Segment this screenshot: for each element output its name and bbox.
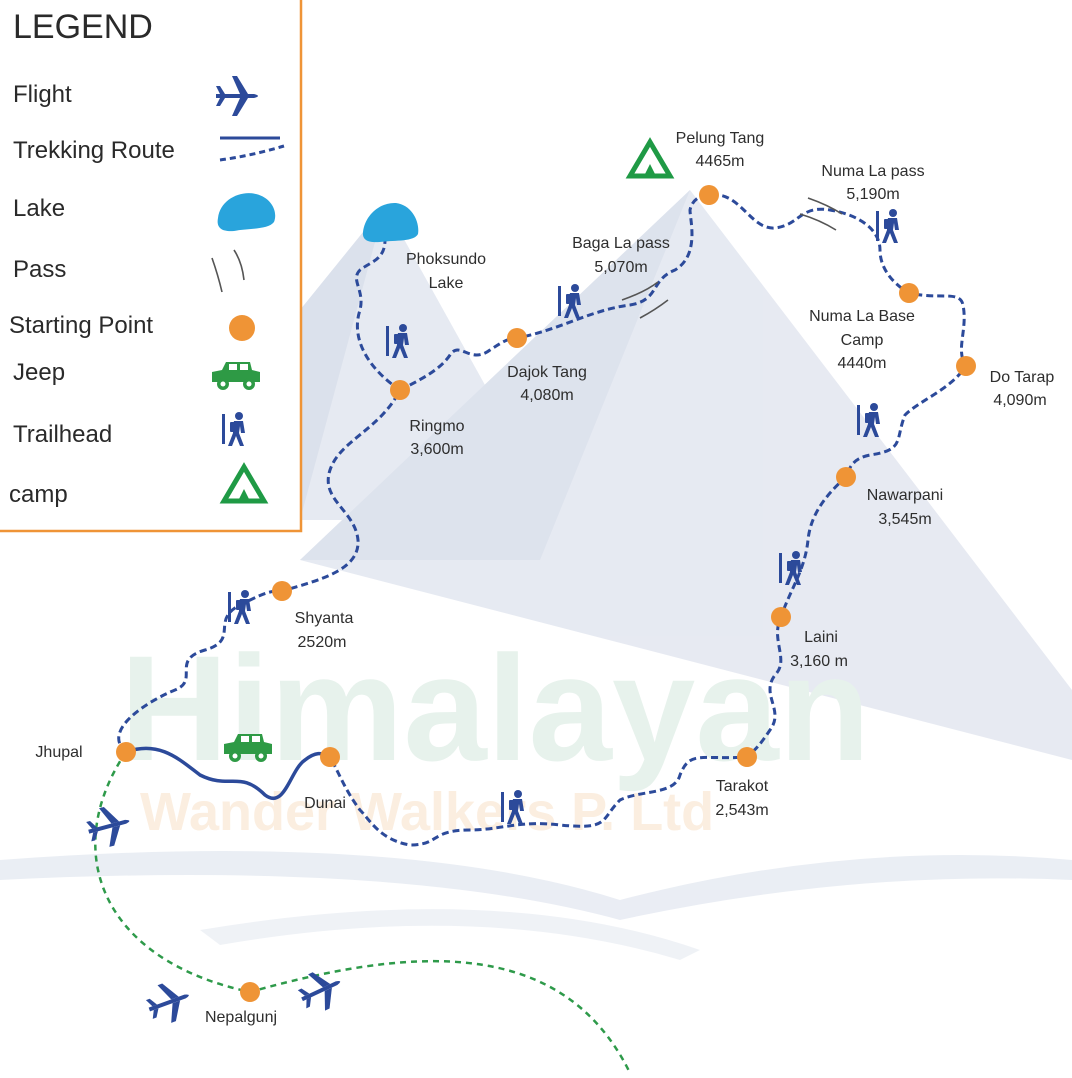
airplane-icon	[83, 801, 135, 852]
label-numa-la-base-camp-elevation: 4440m	[838, 355, 887, 372]
label-do-tarap-elevation: 4,090m	[993, 392, 1046, 409]
place-labels: Pelung Tang 4465m Numa La pass 5,190m Ph…	[35, 130, 1054, 1026]
trekking-route-line-icon	[219, 136, 285, 162]
camp-tent-icon	[630, 142, 670, 176]
legend-box	[0, 0, 303, 533]
point-nepalgunj	[240, 982, 260, 1002]
label-ringmo-elevation: 3,600m	[410, 441, 463, 458]
label-nepalgunj-name: Nepalgunj	[205, 1009, 277, 1026]
point-do-tarap	[956, 356, 976, 376]
lake-icon	[217, 193, 276, 232]
point-numa-la-base-camp	[899, 283, 919, 303]
legend-title: LEGEND	[13, 8, 153, 46]
phoksundo-lake-icon	[362, 202, 419, 243]
watermark-brand: Himalayan	[120, 624, 870, 792]
point-nawarpani	[836, 467, 856, 487]
legend-label-pass: Pass	[13, 256, 66, 283]
pass-icon	[211, 249, 245, 293]
label-numa-la-base-camp-name: Numa La Base	[809, 308, 915, 325]
label-baga-la-pass-name: Baga La pass	[572, 235, 670, 252]
label-nawarpani-name: Nawarpani	[867, 487, 943, 504]
label-shyanta-name: Shyanta	[295, 610, 354, 627]
airplane-icon	[142, 976, 196, 1029]
label-numa-la-pass-name: Numa La pass	[821, 163, 924, 180]
point-dunai	[320, 747, 340, 767]
label-dajok-tang-elevation: 4,080m	[520, 387, 573, 404]
point-dajok-tang	[507, 328, 527, 348]
pass-marks-baga-la	[621, 281, 669, 319]
label-laini-name: Laini	[804, 629, 838, 646]
legend-label-trekking-route: Trekking Route	[13, 137, 175, 164]
pass-marks-numa-la	[799, 197, 843, 231]
label-baga-la-pass-elevation: 5,070m	[594, 259, 647, 276]
label-tarakot-name: Tarakot	[716, 778, 769, 795]
legend-label-starting-point: Starting Point	[9, 312, 153, 339]
jeep-road	[125, 746, 331, 800]
label-do-tarap-name: Do Tarap	[990, 369, 1055, 386]
label-phoksundo-lake-name2: Lake	[429, 275, 464, 292]
label-phoksundo-lake-name: Phoksundo	[406, 251, 486, 268]
legend-label-trailhead: Trailhead	[13, 421, 112, 448]
label-numa-la-pass-elevation: 5,190m	[846, 186, 899, 203]
trekking-route	[117, 193, 968, 847]
point-jhupal	[116, 742, 136, 762]
hiker-icon	[876, 209, 899, 243]
point-laini	[771, 607, 791, 627]
point-tarakot	[737, 747, 757, 767]
point-shyanta	[272, 581, 292, 601]
label-jhupal-name: Jhupal	[35, 744, 82, 761]
label-numa-la-base-camp-name2: Camp	[841, 332, 884, 349]
legend-label-camp: camp	[9, 481, 68, 508]
label-nawarpani-elevation: 3,545m	[878, 511, 931, 528]
route-points	[116, 185, 976, 1002]
label-shyanta-elevation: 2520m	[298, 634, 347, 651]
hiker-icon	[228, 590, 251, 624]
starting-point-dot-icon	[229, 315, 255, 341]
point-pelung-tang	[699, 185, 719, 205]
legend-label-lake: Lake	[13, 195, 65, 222]
legend: LEGEND Flight Trekking Route Lake Pass S…	[0, 0, 303, 533]
legend-label-jeep: Jeep	[13, 359, 65, 386]
label-dajok-tang-name: Dajok Tang	[507, 364, 587, 381]
label-pelung-tang-elevation: 4465m	[696, 153, 745, 170]
watermark-company: Wander Walkers P. Ltd	[140, 782, 714, 842]
legend-label-flight: Flight	[13, 81, 72, 108]
label-dunai-name: Dunai	[304, 795, 346, 812]
point-ringmo	[390, 380, 410, 400]
label-ringmo-name: Ringmo	[409, 418, 464, 435]
label-laini-elevation: 3,160 m	[790, 653, 848, 670]
label-pelung-tang-name: Pelung Tang	[676, 130, 765, 147]
label-tarakot-elevation: 2,543m	[715, 802, 768, 819]
